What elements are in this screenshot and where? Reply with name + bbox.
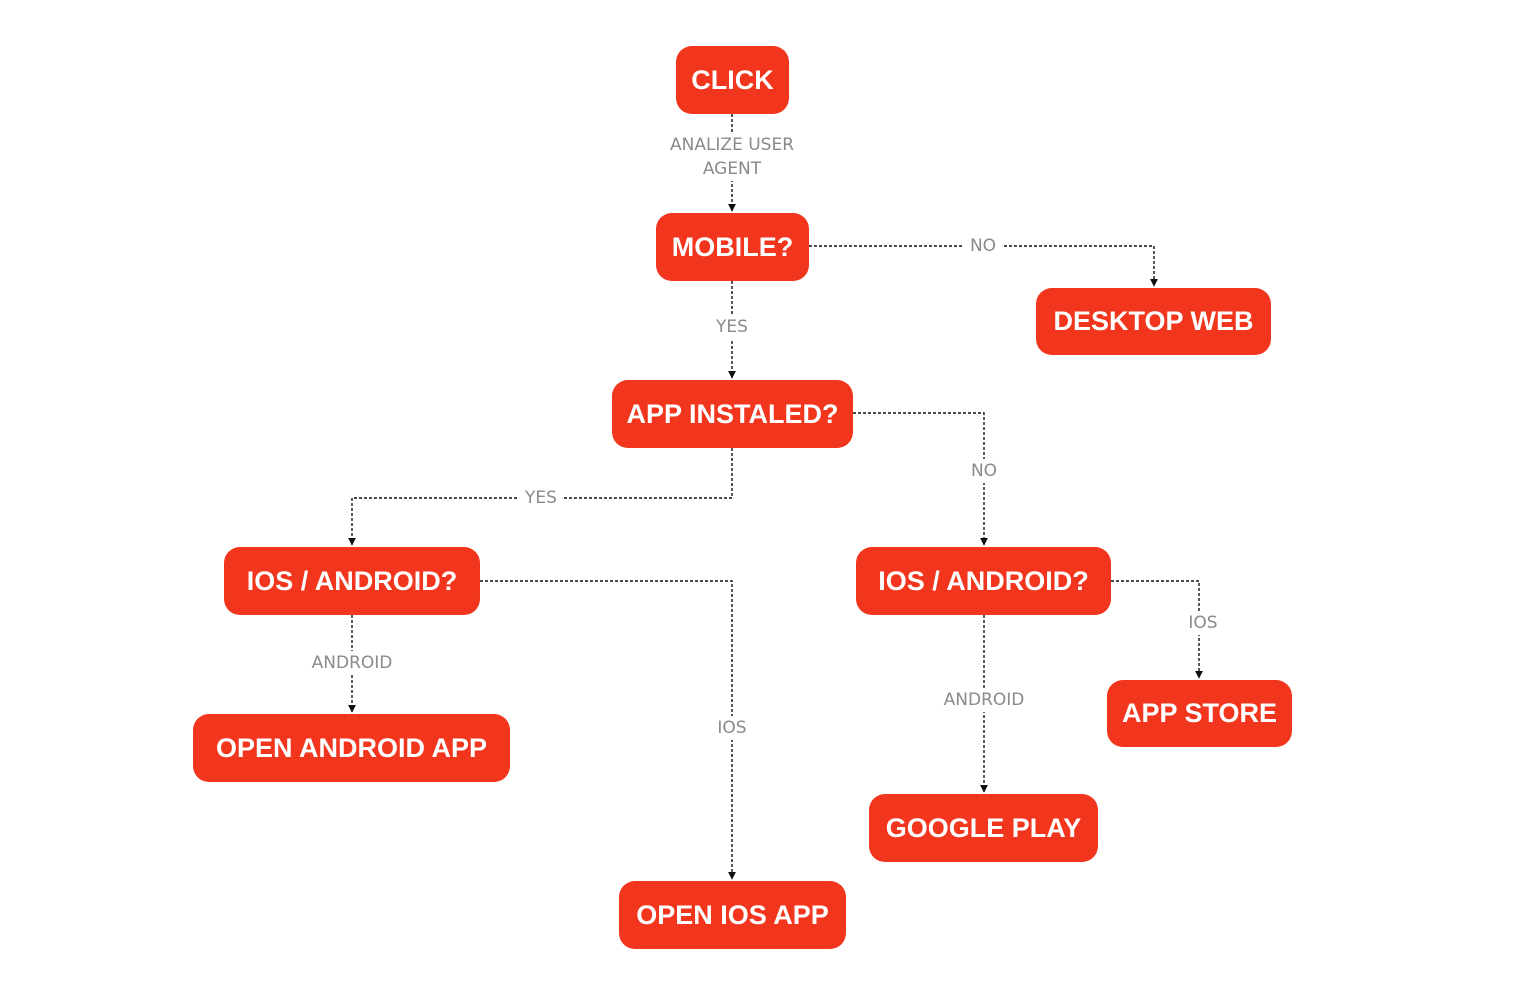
edge-label-installed-no: NO — [964, 459, 1004, 483]
edge-label-not-installed-ios: IOS — [1182, 611, 1224, 635]
edge-installed-to-open-ios-app — [480, 580, 736, 880]
node-mobile: MOBILE? — [656, 213, 809, 281]
edge-app-installed-no — [853, 412, 988, 546]
node-app-installed: APP INSTALED? — [612, 380, 853, 448]
edge-not-installed-to-app-store — [1111, 580, 1203, 679]
node-google-play: GOOGLE PLAY — [869, 794, 1098, 862]
edge-label-installed-yes: YES — [519, 486, 563, 510]
edge-label-not-installed-android: ANDROID — [937, 688, 1031, 712]
node-open-ios-app: OPEN IOS APP — [619, 881, 846, 949]
node-os-check-installed: IOS / ANDROID? — [224, 547, 480, 615]
node-desktop-web: DESKTOP WEB — [1036, 288, 1271, 355]
edge-label-mobile-no: NO — [963, 234, 1003, 258]
edge-label-installed-android: ANDROID — [305, 651, 399, 675]
edge-mobile-to-desktop-web — [809, 245, 1158, 287]
node-open-android-app: OPEN ANDROID APP — [193, 714, 510, 782]
edge-label-analyze-user-agent: ANALIZE USER AGENT — [657, 133, 807, 181]
node-os-check-not-installed: IOS / ANDROID? — [856, 547, 1111, 615]
node-click: CLICK — [676, 46, 789, 114]
node-app-store: APP STORE — [1107, 680, 1292, 747]
edge-label-mobile-yes: YES — [710, 315, 754, 339]
edge-label-installed-ios: IOS — [711, 716, 753, 740]
